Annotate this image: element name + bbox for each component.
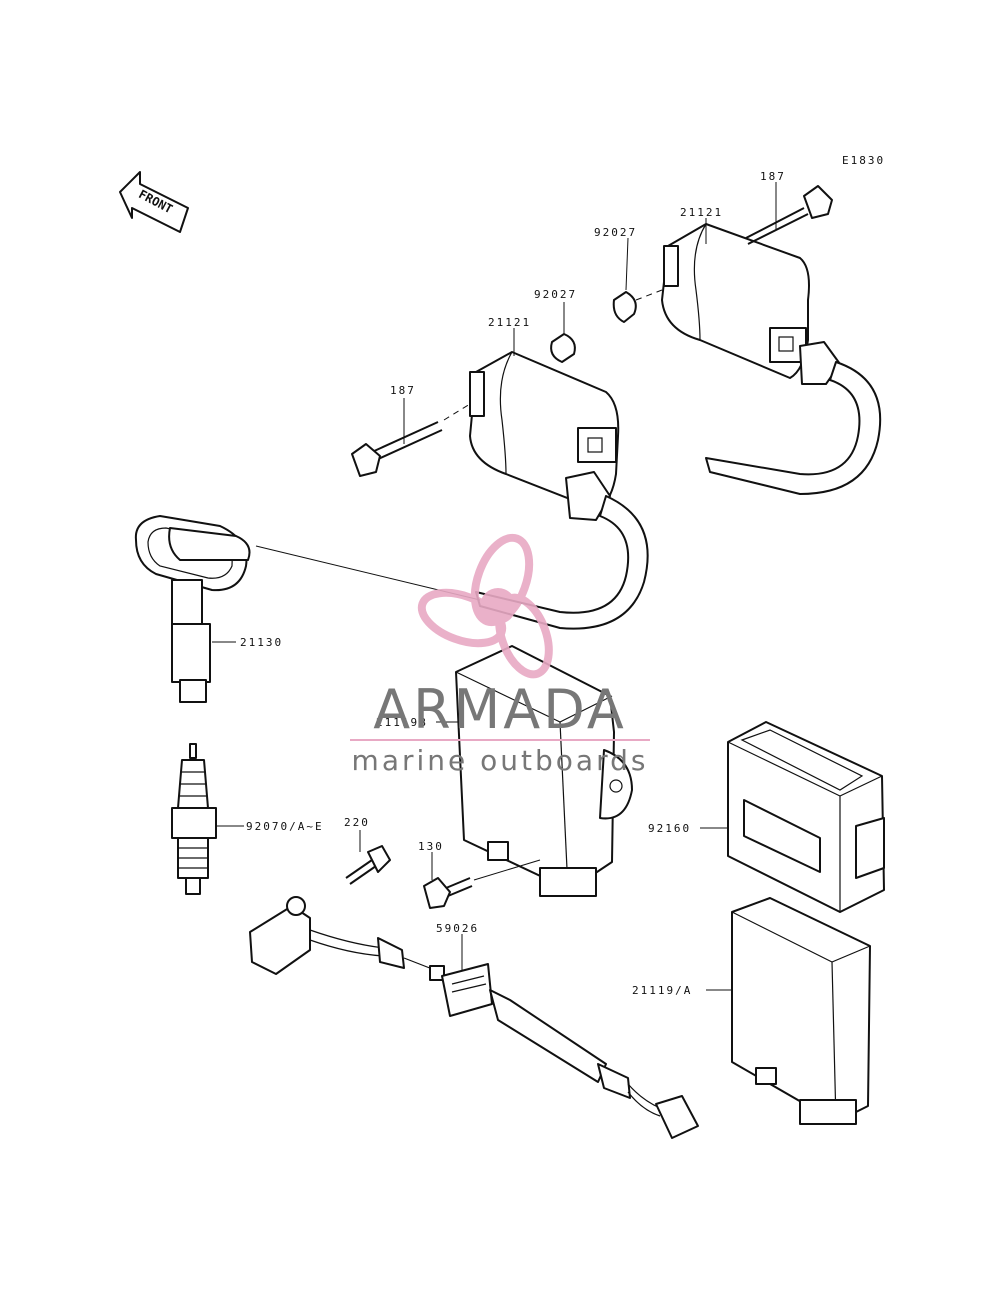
watermark-logo-icon: [417, 533, 553, 679]
label-92160: 92160: [648, 822, 691, 835]
label-59026: 59026: [436, 922, 479, 935]
collar-92027-top: [612, 291, 637, 323]
igniter-21119b: [455, 645, 633, 897]
bolt-130: [423, 877, 473, 909]
igniter-case-92160: [727, 721, 885, 913]
label-21121-mid: 21121: [488, 316, 531, 329]
wire-holder-59026: [441, 963, 493, 1017]
watermark-subtitle: marine outboards: [352, 744, 649, 777]
spark-plug-92070: [171, 743, 217, 895]
label-21119a: 21119/A: [632, 984, 692, 997]
diagram-code: E1830: [842, 154, 885, 167]
watermark-title: ARMADA: [373, 678, 627, 741]
ignition-coil-top: [661, 223, 882, 495]
label-92027-top: 92027: [594, 226, 637, 239]
harness-connector: [489, 989, 699, 1139]
label-21121-top: 21121: [680, 206, 723, 219]
pickup-coil-harness: [249, 896, 445, 981]
label-92027-mid: 92027: [534, 288, 577, 301]
label-187-mid: 187: [390, 384, 416, 397]
bolt-187-mid: [351, 421, 443, 477]
label-92070: 92070/A~E: [246, 820, 324, 833]
label-21119b: 21119B: [376, 716, 428, 729]
front-arrow-icon: FRONT: [119, 171, 189, 233]
label-130: 130: [418, 840, 444, 853]
label-187-top: 187: [760, 170, 786, 183]
label-220: 220: [344, 816, 370, 829]
ignition-coil-middle: [469, 351, 649, 630]
bolt-187-top: [745, 185, 833, 245]
label-21130: 21130: [240, 636, 283, 649]
igniter-21119a: [731, 897, 871, 1125]
spark-plug-cap-21130: [134, 515, 251, 703]
screw-220: [345, 845, 391, 885]
collar-92027-mid: [550, 333, 576, 363]
